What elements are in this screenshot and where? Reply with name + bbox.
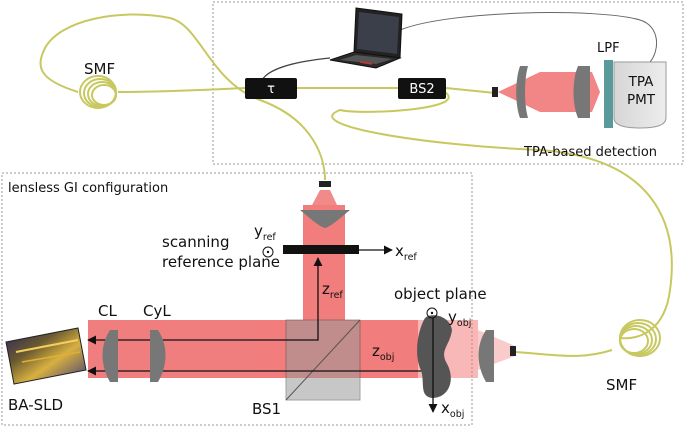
bs2-label: BS2 bbox=[409, 82, 434, 97]
source-label: BA-SLD bbox=[8, 396, 63, 414]
fiber-top-loop bbox=[39, 13, 326, 181]
object-lens bbox=[478, 330, 494, 382]
cyl-lens bbox=[150, 330, 166, 382]
laptop-icon bbox=[329, 7, 403, 69]
y-ref-label: yref bbox=[254, 222, 276, 243]
smf-bottom-label: SMF bbox=[606, 376, 637, 394]
detector-label-line1: TPA bbox=[628, 74, 655, 90]
x-ref-label: xref bbox=[395, 242, 417, 263]
fiber-bs2-to-smf-bottom bbox=[331, 91, 673, 340]
object-shape bbox=[417, 315, 452, 398]
pmt-cable bbox=[399, 12, 658, 63]
fiber-tip-top bbox=[319, 181, 331, 187]
object-plane-label: object plane bbox=[394, 285, 487, 303]
cl-lens bbox=[102, 330, 118, 382]
scan-plane-label-line1: scanning bbox=[162, 233, 229, 251]
delay-line-box: τ bbox=[245, 78, 297, 99]
x-obj-label: xobj bbox=[441, 399, 464, 420]
fiber-smf-bottom-to-object bbox=[514, 349, 613, 357]
delay-label: τ bbox=[267, 82, 275, 97]
z-ref-label: zref bbox=[322, 280, 343, 301]
horizontal-beam bbox=[88, 320, 418, 378]
smf-top-label: SMF bbox=[84, 60, 115, 78]
fiber-tip-object bbox=[510, 346, 516, 356]
y-ref-symbol bbox=[262, 246, 274, 258]
laptop-cable bbox=[261, 57, 331, 81]
detection-caption: TPA-based detection bbox=[523, 145, 657, 160]
fiber-bs2-to-detector bbox=[445, 87, 496, 94]
reference-plane-bar bbox=[283, 245, 359, 254]
source-image bbox=[5, 327, 87, 385]
cyl-label: CyL bbox=[143, 302, 171, 320]
bs1-cube bbox=[285, 319, 361, 401]
bs1-label: BS1 bbox=[252, 400, 281, 418]
smf-bottom-coil bbox=[619, 319, 661, 357]
z-obj-label: zobj bbox=[372, 342, 394, 363]
detector-label-line2: PMT bbox=[627, 92, 656, 108]
path-arrows bbox=[87, 257, 432, 376]
fiber-to-delay bbox=[117, 87, 246, 93]
lpf-label: LPF bbox=[597, 41, 620, 56]
scan-plane-label-line2: reference plane bbox=[162, 253, 280, 271]
bs2-box: BS2 bbox=[398, 78, 446, 99]
detection-optics: TPA PMT LPF bbox=[492, 41, 667, 129]
optical-fibers bbox=[39, 12, 673, 357]
gi-caption: lensless GI configuration bbox=[8, 181, 168, 196]
y-obj-label: yobj bbox=[448, 308, 471, 329]
smf-top-coil bbox=[79, 75, 117, 109]
lens-top bbox=[300, 210, 350, 228]
gi-panel bbox=[1, 172, 473, 426]
cl-label: CL bbox=[98, 302, 117, 320]
y-obj-symbol bbox=[426, 307, 438, 319]
